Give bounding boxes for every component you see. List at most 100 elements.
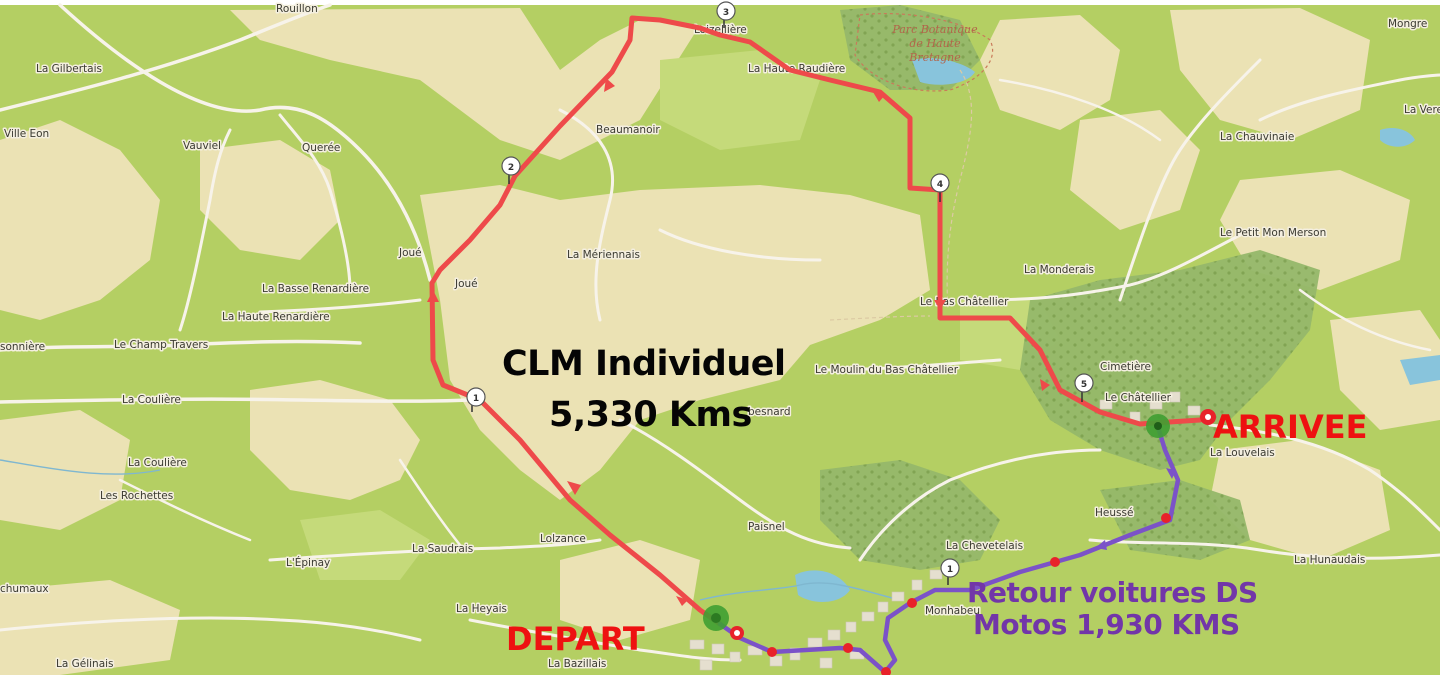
place-label-champ-travers: Le Champ Travers (114, 339, 208, 351)
waypoint-4-label: 4 (937, 180, 943, 190)
waypoint-3-label: 3 (723, 8, 729, 18)
place-label-halo: La Chevetelais (946, 540, 1023, 552)
waypoint-1-marker[interactable]: 1 (466, 387, 486, 412)
place-label-halo: La Coulière (128, 457, 187, 469)
place-label-halo: La Saudrais (412, 543, 473, 555)
place-label-paisnel: Paisnel (748, 521, 785, 533)
place-label-heusse: Heussé (1095, 507, 1133, 519)
place-label-beaumanoir: Beaumanoir (596, 124, 660, 136)
waypoint-5-marker[interactable]: 5 (1074, 373, 1094, 402)
place-label-halo: Heussé (1095, 507, 1133, 519)
place-label-basse-renardiere: La Basse Renardière (262, 283, 369, 295)
place-label-queree: Querée (302, 142, 340, 154)
place-label-la-bazillais: La Bazillais (548, 658, 606, 670)
place-label-halo: besnard (748, 406, 790, 418)
place-label-joue-2: Joué (454, 278, 478, 290)
park-label-line-2: de Haute (909, 37, 961, 50)
place-label-la-gilbertais: La Gilbertais (36, 63, 102, 75)
place-label-halo: La Gilbertais (36, 63, 102, 75)
place-label-halo: Paisnel (748, 521, 785, 533)
roads (0, 3, 1440, 662)
waypoint-5-label: 5 (1081, 380, 1087, 390)
place-label-halo: Les Rochettes (100, 490, 173, 502)
finish-marker[interactable] (1146, 409, 1216, 438)
place-label-bas-chatellier: Le Bas Châtellier (920, 296, 1009, 308)
place-label-halo: Le Châtellier (1105, 392, 1172, 404)
park-label: Parc Botanique de Haute Bretagne (891, 23, 978, 64)
return-waypoint-1-label: 1 (947, 565, 953, 575)
place-label-halo: La Mériennais (567, 249, 640, 261)
return-waypoint-1-marker[interactable]: 1 (940, 558, 960, 585)
place-label-joue-1: Joué (398, 247, 422, 259)
place-label-halo: Joué (454, 278, 478, 290)
place-label-halo: Vauviel (183, 140, 221, 152)
route-return (717, 424, 1181, 675)
direction-arrows (427, 78, 1050, 606)
waypoints: 1 2 3 4 5 1 (466, 1, 1094, 585)
park-label-line-1: Parc Botanique (891, 23, 978, 36)
place-label-la-vere: La Vere (1404, 104, 1440, 116)
water-layer (795, 58, 1440, 602)
route-main (427, 15, 1203, 627)
place-label-halo: L'Épinay (286, 556, 330, 569)
place-label-halo: La Louvelais (1210, 447, 1275, 459)
place-label-halo: Cimetière (1100, 361, 1151, 373)
place-label-halo: Le Moulin du Bas Châtellier (815, 364, 959, 376)
place-label-la-saudrais: La Saudrais (412, 543, 473, 555)
village-area (689, 391, 1201, 671)
place-label-la-couliere-2: La Coulière (128, 457, 187, 469)
place-label-halo: Mongre (1388, 18, 1427, 30)
place-label-halo: La Heyais (456, 603, 507, 615)
place-label-halo: La Bazillais (548, 658, 606, 670)
place-label-halo: La Coulière (122, 394, 181, 406)
place-label-halo: Le Champ Travers (114, 339, 208, 351)
place-label-sonniere: sonnière (0, 341, 45, 353)
place-label-vauviel: Vauviel (183, 140, 221, 152)
place-label-halo: Le Petit Mon Merson (1220, 227, 1326, 239)
waypoint-3-marker[interactable]: 3 (716, 1, 736, 28)
place-label-les-rochettes: Les Rochettes (100, 490, 173, 502)
waypoint-4-marker[interactable]: 4 (930, 173, 950, 202)
place-label-monhabeu: Monhabeu (925, 605, 980, 617)
waypoint-2-marker[interactable]: 2 (501, 156, 521, 184)
route-distance: 5,330 Kms (549, 395, 752, 435)
place-label-besnard: besnard (748, 406, 790, 418)
place-label-halo: Monhabeu (925, 605, 980, 617)
place-label-la-gelinais: La Gélinais (56, 658, 114, 670)
tracks (829, 69, 973, 321)
place-label-moulin-bas-chatellier: Le Moulin du Bas Châtellier (815, 364, 959, 376)
return-arrows (1095, 468, 1176, 550)
place-label-la-heyais: La Heyais (456, 603, 507, 615)
place-label-haute-raudiere: La Haute Raudière (748, 63, 845, 75)
place-label-halo: Querée (302, 142, 340, 154)
place-label-cimetiere: Cimetière (1100, 361, 1151, 373)
place-label-ville-eon: Ville Eon (4, 128, 49, 140)
place-label-la-hunaudais: La Hunaudais (1294, 554, 1365, 566)
return-title: Retour voitures DS (967, 576, 1258, 609)
place-label-halo: La Basse Renardière (262, 283, 369, 295)
place-label-halo: Joué (398, 247, 422, 259)
waypoint-2-label: 2 (508, 163, 514, 173)
return-distance: Motos 1,930 KMS (973, 608, 1240, 641)
place-label-halo: La Monderais (1024, 264, 1094, 276)
place-label-la-chevetelais: La Chevetelais (946, 540, 1023, 552)
place-label-la-couliere-1: La Coulière (122, 394, 181, 406)
fields-layer (0, 8, 1440, 675)
place-label-halo: La Haute Raudière (748, 63, 845, 75)
route-title: CLM Individuel (502, 344, 786, 384)
place-label-halo: Ville Eon (4, 128, 49, 140)
place-label-halo: sonnière (0, 341, 45, 353)
place-label-halo: La Vere (1404, 104, 1440, 116)
place-label-halo: Beaumanoir (596, 124, 660, 136)
place-label-halo: Loizellière (694, 24, 747, 36)
route-main-line (429, 15, 1203, 627)
place-label-petit-mon-merson: Le Petit Mon Merson (1220, 227, 1326, 239)
start-marker[interactable] (703, 605, 744, 640)
place-label-la-louvelais: La Louvelais (1210, 447, 1275, 459)
place-label-halo: Rouillon (276, 3, 318, 15)
place-label-haute-renardiere: La Haute Renardière (222, 311, 330, 323)
place-label-la-chauvinaie: La Chauvinaie (1220, 131, 1294, 143)
park-boundary (854, 12, 994, 92)
